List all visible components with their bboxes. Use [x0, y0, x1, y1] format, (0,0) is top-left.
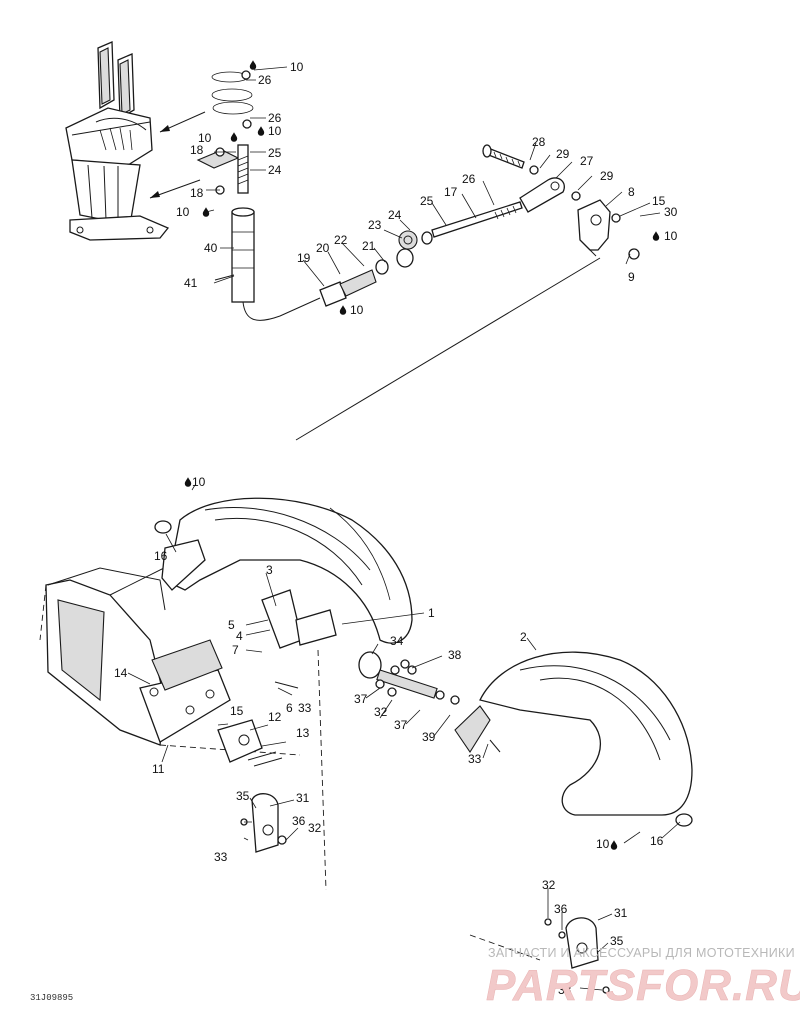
leader-lines [127, 66, 681, 991]
callout-9: 9 [628, 270, 635, 284]
callout-10: 10 [664, 229, 678, 243]
callout-11: 11 [152, 762, 165, 776]
callout-10: 10 [350, 303, 364, 317]
grease-drop-icon [257, 126, 265, 136]
callout-10: 10 [596, 837, 610, 851]
callout-19: 19 [297, 251, 311, 265]
throttle-lever-assembly [65, 41, 206, 241]
cable-rod-linkage [295, 144, 640, 441]
callout-32: 32 [308, 821, 322, 835]
callout-16: 16 [650, 834, 664, 848]
grease-drop-icon [339, 305, 347, 315]
callout-5: 5 [228, 618, 235, 632]
watermark: ЗАПЧАСТИ И АКСЕССУАРЫ ДЛЯ МОТОТЕХНИКИ PA… [486, 946, 800, 1010]
callout-29: 29 [600, 169, 614, 183]
grease-drop-icon [184, 477, 192, 487]
callout-18: 18 [190, 143, 204, 157]
callout-36: 36 [292, 814, 306, 828]
callout-33: 33 [214, 850, 228, 864]
callout-27: 27 [580, 154, 594, 168]
callout-38: 38 [448, 648, 462, 662]
callout-17: 17 [444, 185, 458, 199]
callout-18: 18 [190, 186, 204, 200]
grease-drop-icon [652, 231, 660, 241]
callout-33: 33 [468, 752, 482, 766]
grease-drop-icon [230, 132, 238, 142]
callout-28: 28 [532, 135, 546, 149]
callout-2: 2 [520, 630, 527, 644]
callout-7: 7 [232, 643, 239, 657]
callout-22: 22 [334, 233, 348, 247]
callout-labels: 10 26 26 10 10 18 25 24 18 10 40 41 19 2… [114, 60, 678, 997]
callout-13: 13 [296, 726, 310, 740]
shaft-assembly [261, 589, 501, 891]
callout-10: 10 [192, 475, 206, 489]
callout-40: 40 [204, 241, 218, 255]
callout-20: 20 [316, 241, 330, 255]
callout-10: 10 [290, 60, 304, 74]
callout-12: 12 [268, 710, 282, 724]
callout-33: 33 [558, 983, 572, 997]
deflector-1 [154, 497, 413, 644]
grease-drop-icon [249, 60, 257, 70]
callout-39: 39 [422, 730, 436, 744]
callout-31: 31 [296, 791, 310, 805]
callout-24: 24 [268, 163, 282, 177]
callout-3: 3 [266, 563, 273, 577]
pump-housing [39, 559, 301, 756]
callout-29: 29 [556, 147, 570, 161]
watermark-caption: ЗАПЧАСТИ И АКСЕССУАРЫ ДЛЯ МОТОТЕХНИКИ [488, 946, 795, 960]
callout-10: 10 [176, 205, 190, 219]
callout-23: 23 [368, 218, 382, 232]
grease-drop-icon [202, 207, 210, 217]
callout-10: 10 [268, 124, 282, 138]
callout-25: 25 [420, 194, 434, 208]
callout-26: 26 [268, 111, 282, 125]
callout-33: 33 [298, 701, 312, 715]
callout-24: 24 [388, 208, 402, 222]
callout-15: 15 [652, 194, 666, 208]
callout-37: 37 [394, 718, 408, 732]
callout-30: 30 [664, 205, 678, 219]
callout-15: 15 [230, 704, 244, 718]
callout-25: 25 [268, 146, 282, 160]
callout-41: 41 [184, 276, 198, 290]
callout-31: 31 [614, 906, 628, 920]
callout-34: 34 [390, 634, 404, 648]
callout-16: 16 [154, 549, 168, 563]
callout-32: 32 [374, 705, 388, 719]
callout-26: 26 [462, 172, 476, 186]
callout-8: 8 [628, 185, 635, 199]
watermark-logo: PARTSFOR.RU [486, 961, 800, 1010]
callout-35: 35 [236, 789, 250, 803]
figure-code: 31J09895 [30, 993, 73, 1003]
callout-10: 10 [198, 131, 212, 145]
pivot-shaft-stack [196, 70, 321, 321]
small-brackets [217, 719, 610, 994]
callout-32: 32 [542, 878, 556, 892]
callout-36: 36 [554, 902, 568, 916]
callout-26: 26 [258, 73, 272, 87]
callout-1: 1 [428, 606, 435, 620]
callout-4: 4 [236, 629, 243, 643]
deflector-2 [454, 651, 693, 827]
callout-35: 35 [610, 934, 624, 948]
callout-37: 37 [354, 692, 368, 706]
callout-6: 6 [286, 701, 293, 715]
callout-21: 21 [362, 239, 376, 253]
grease-drop-icon [610, 840, 618, 850]
callout-14: 14 [114, 666, 128, 680]
